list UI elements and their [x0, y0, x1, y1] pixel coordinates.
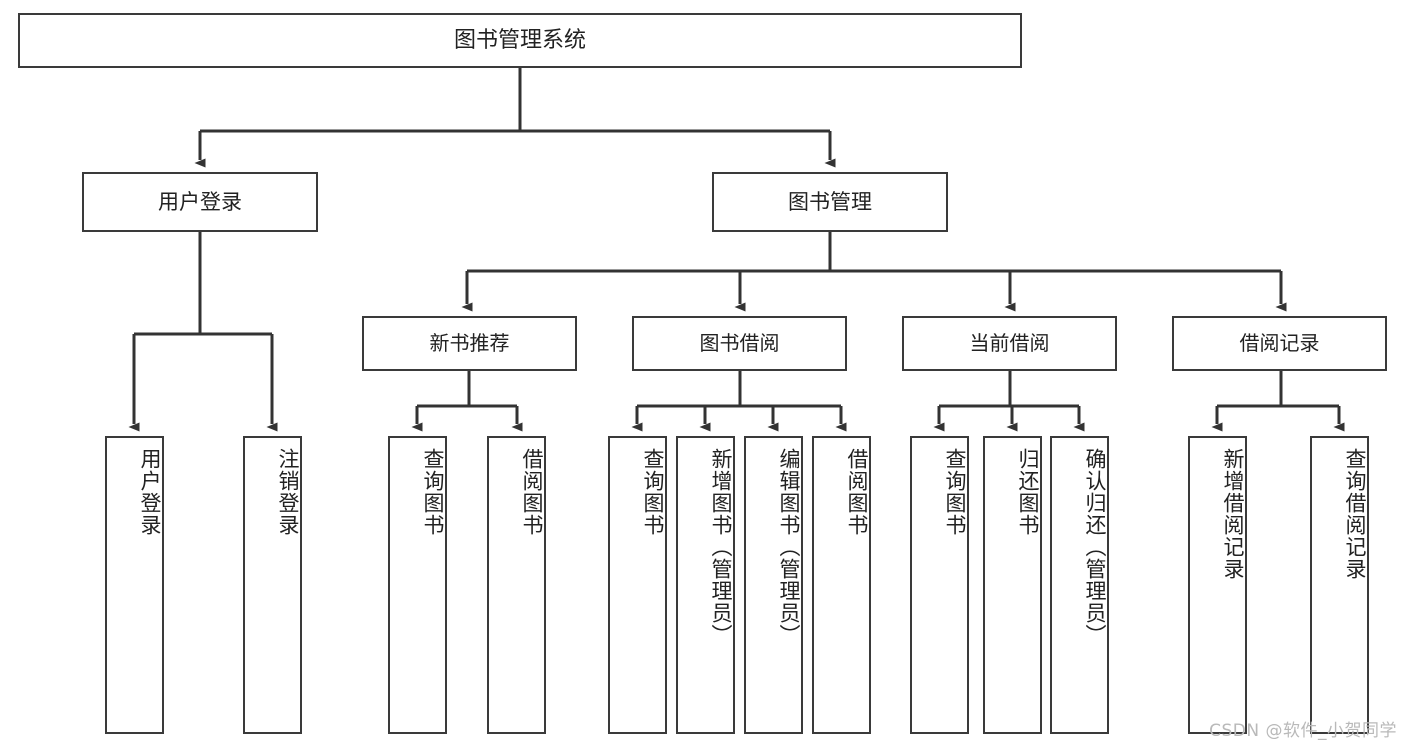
node-label: 借阅图书 [845, 448, 869, 536]
node-label: 查询图书 [943, 448, 967, 536]
node-label: 新增借阅记录 [1221, 448, 1245, 580]
node-label: 查询图书 [421, 448, 445, 536]
leaf-node[interactable]: 查询借阅记录 [1310, 436, 1369, 734]
node-label: 新增图书（管理员） [709, 448, 733, 646]
node-label: 用户登录 [138, 448, 162, 536]
node-borrow-record[interactable]: 借阅记录 [1172, 316, 1387, 371]
node-label: 用户登录 [158, 189, 242, 214]
node-label: 查询图书 [641, 448, 665, 536]
leaf-node[interactable]: 查询图书 [388, 436, 447, 734]
node-root-system[interactable]: 图书管理系统 [18, 13, 1022, 68]
leaf-node[interactable]: 归还图书 [983, 436, 1042, 734]
csdn-watermark: CSDN @软件_小贺同学 [1209, 721, 1397, 741]
node-label: 借阅图书 [520, 448, 544, 536]
leaf-node[interactable]: 借阅图书 [487, 436, 546, 734]
node-label: 借阅记录 [1239, 330, 1320, 355]
node-book-management[interactable]: 图书管理 [712, 172, 948, 232]
node-label: 当前借阅 [969, 330, 1050, 355]
node-new-book-recommend[interactable]: 新书推荐 [362, 316, 577, 371]
node-label: 图书借阅 [699, 330, 780, 355]
leaf-node[interactable]: 借阅图书 [812, 436, 871, 734]
node-label: 新书推荐 [429, 330, 510, 355]
leaf-node[interactable]: 注销登录 [243, 436, 302, 734]
node-label: 图书管理 [788, 189, 872, 214]
leaf-node[interactable]: 确认归还（管理员） [1050, 436, 1109, 734]
node-label: 注销登录 [276, 448, 300, 536]
node-user-login[interactable]: 用户登录 [82, 172, 318, 232]
leaf-node[interactable]: 新增借阅记录 [1188, 436, 1247, 734]
node-label: 归还图书 [1016, 448, 1040, 536]
node-label: 查询借阅记录 [1343, 448, 1367, 580]
node-label: 确认归还（管理员） [1083, 448, 1107, 646]
leaf-node[interactable]: 查询图书 [608, 436, 667, 734]
leaf-node[interactable]: 用户登录 [105, 436, 164, 734]
node-current-borrow[interactable]: 当前借阅 [902, 316, 1117, 371]
node-book-borrow[interactable]: 图书借阅 [632, 316, 847, 371]
leaf-node[interactable]: 查询图书 [910, 436, 969, 734]
leaf-node[interactable]: 编辑图书（管理员） [744, 436, 803, 734]
node-label: 编辑图书（管理员） [777, 448, 801, 646]
leaf-node[interactable]: 新增图书（管理员） [676, 436, 735, 734]
node-label: 图书管理系统 [453, 27, 586, 53]
